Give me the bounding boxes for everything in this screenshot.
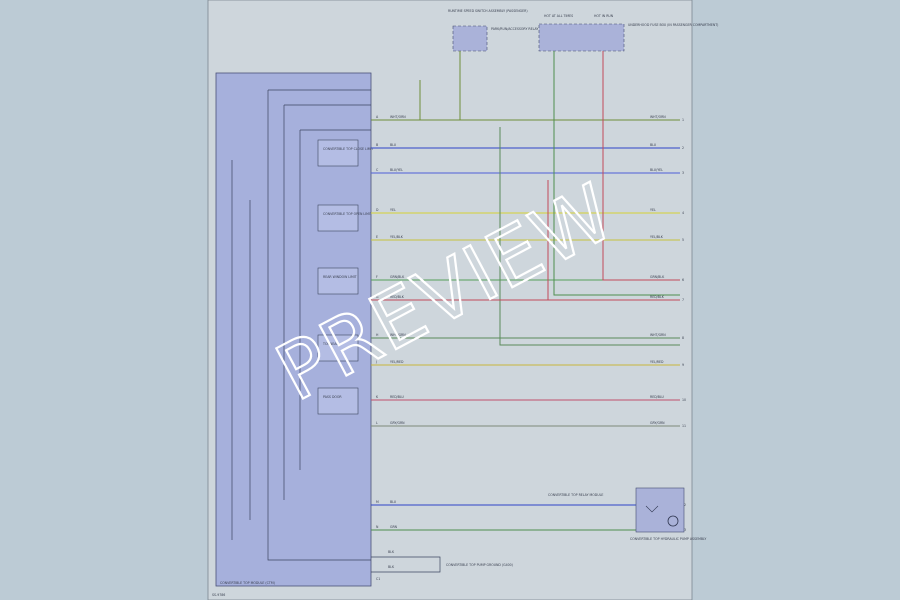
switch-label: TONNEAU xyxy=(322,342,339,346)
wire-pin-letter: G xyxy=(376,295,379,299)
wire-w3: BLU/YEL BLU/YEL C 3 xyxy=(371,168,684,175)
wire-right-label: WHT/ORN xyxy=(650,115,666,119)
wire-left-label: GRY/GRN xyxy=(390,421,405,425)
top-fuse-box-2: HOT AT ALL TIMES HOT IN RUN UNDERHOOD FU… xyxy=(538,14,718,52)
bottom-ground: BLK BLK CONVERTIBLE TOP PUMP GROUND (G40… xyxy=(371,550,513,573)
wire-right-label: GRY/GRN xyxy=(650,421,665,425)
switch-sw2: CONVERTIBLE TOP OPEN LIMIT xyxy=(317,204,372,232)
relay-contact-icon xyxy=(645,505,659,513)
top-box1-side-label: PARK/RUN/ACCESSORY RELAY FUSE (IN RELAY) xyxy=(491,27,565,31)
wire-left-label: BLU/YEL xyxy=(390,168,403,172)
top-feed-wires xyxy=(371,51,680,346)
wire-w9: YEL/RED YEL/RED J 9 xyxy=(371,360,684,367)
wire-right-label: YEL xyxy=(650,208,656,212)
motor-icon xyxy=(667,515,679,527)
wire-pin-number: 8 xyxy=(682,336,684,340)
bottom-wire-b: BLK xyxy=(388,565,395,569)
wire-left-label: GRN xyxy=(390,525,398,529)
wire-pin-letter: F xyxy=(376,275,378,279)
module-footer-label: CONVERTIBLE TOP MODULE (CTM) xyxy=(220,581,275,585)
module-internal-lines xyxy=(231,89,371,561)
hydraulic-pump-assembly: CONVERTIBLE TOP HYDRAULIC PUMP ASSEMBLY … xyxy=(548,487,706,541)
pump-label: CONVERTIBLE TOP HYDRAULIC PUMP ASSEMBLY xyxy=(630,537,706,541)
wire-w8: WHT/GRN WHT/GRN H 8 xyxy=(371,333,684,340)
wire-left-label: BLU xyxy=(390,143,397,147)
wire-pin-number: 4 xyxy=(682,211,684,215)
wire-pin-letter: H xyxy=(376,333,379,337)
wire-pin-number: 10 xyxy=(682,398,686,402)
wire-left-label: YEL xyxy=(390,208,396,212)
wire-pin-number: 6 xyxy=(682,278,684,282)
switch-label: CONVERTIBLE TOP OPEN LIMIT xyxy=(323,212,372,216)
wire-pin-letter: A xyxy=(376,115,379,119)
wire-pin-number: 3 xyxy=(682,171,684,175)
wire-left-label: RED/BLU xyxy=(390,395,405,399)
wire-right-label: WHT/GRN xyxy=(650,333,666,337)
wire-right-label: YEL/BLK xyxy=(650,235,664,239)
wire-pin-letter: L xyxy=(376,421,378,425)
wire-left-label: RED/BLK xyxy=(390,295,405,299)
wire-left-label: BLU xyxy=(390,500,397,504)
pump-relay-label: CONVERTIBLE TOP RELAY MODULE xyxy=(548,493,603,497)
wire-w10: RED/BLU RED/BLU K 10 xyxy=(371,395,686,402)
switch-sw1: CONVERTIBLE TOP CLOSE LIMIT xyxy=(317,139,373,167)
wire-pin-letter: C xyxy=(376,168,379,172)
wire-pin-number: 2 xyxy=(682,146,684,150)
fuse-b-label: HOT IN RUN xyxy=(594,14,614,18)
wire-pin-letter: B xyxy=(376,143,378,147)
switch-sw5: PASS DOOR xyxy=(317,387,359,415)
top-box2-side-label: UNDERHOOD FUSE BOX (IN PASSENGER COMPART… xyxy=(628,23,718,27)
wire-pin-letter: K xyxy=(376,395,379,399)
switch-sw4: TONNEAU xyxy=(317,334,359,362)
wire-right-label: BLU xyxy=(650,143,657,147)
top-box1-label: RUNTIME SPEED SWITCH ASSEMBLY (PASSENGER… xyxy=(448,9,528,13)
wire-left-label: YEL/BLK xyxy=(390,235,404,239)
wire-right-label: GRN/BLK xyxy=(650,275,665,279)
wire-pin-letter: J xyxy=(375,360,377,364)
page-corner-label: SS-9786 xyxy=(212,593,225,597)
wire-pin-letter: M xyxy=(376,500,379,504)
wire-pin-number: 9 xyxy=(682,363,684,367)
wire-right-label: RED/BLK xyxy=(650,295,665,299)
wire-left-label: YEL/RED xyxy=(390,360,404,364)
wire-right-label: YEL/RED xyxy=(650,360,664,364)
wire-w4: YEL YEL D 4 xyxy=(371,208,684,215)
wire-pin-number: 7 xyxy=(682,298,684,302)
wire-right-label: BLU/YEL xyxy=(650,168,663,172)
switch-label: CONVERTIBLE TOP CLOSE LIMIT xyxy=(323,147,373,151)
wire-pin-letter: N xyxy=(376,525,379,529)
wire-pin-number: 1 xyxy=(682,118,684,122)
wire-right-label: RED/BLU xyxy=(650,395,665,399)
wire-left-label: WHT/ORN xyxy=(390,115,406,119)
wire-w5: YEL/BLK YEL/BLK E 5 xyxy=(371,235,684,242)
wire-w11: GRY/GRN GRY/GRN L 11 xyxy=(371,421,686,428)
wire-pin-letter: E xyxy=(376,235,378,239)
switch-sw3: REAR WINDOW LIMIT xyxy=(317,267,359,295)
wire-left-label: WHT/GRN xyxy=(390,333,406,337)
wire-left-label: GRN/BLK xyxy=(390,275,405,279)
wire-pin-letter: D xyxy=(376,208,379,212)
bottom-ground-label: CONVERTIBLE TOP PUMP GROUND (G400) xyxy=(446,563,513,567)
wire-w2: BLU BLU B 2 xyxy=(371,143,684,150)
bottom-wire-a: BLK xyxy=(388,550,395,554)
top-fuse-box-1: RUNTIME SPEED SWITCH ASSEMBLY (PASSENGER… xyxy=(448,9,565,52)
wire-pin-number: 5 xyxy=(682,238,684,242)
switch-label: PASS DOOR xyxy=(323,395,342,399)
wire-pin-number: 11 xyxy=(682,424,686,428)
module-connector-id: C1 xyxy=(376,577,380,581)
fuse-a-label: HOT AT ALL TIMES xyxy=(544,14,573,18)
switch-label: REAR WINDOW LIMIT xyxy=(323,275,357,279)
